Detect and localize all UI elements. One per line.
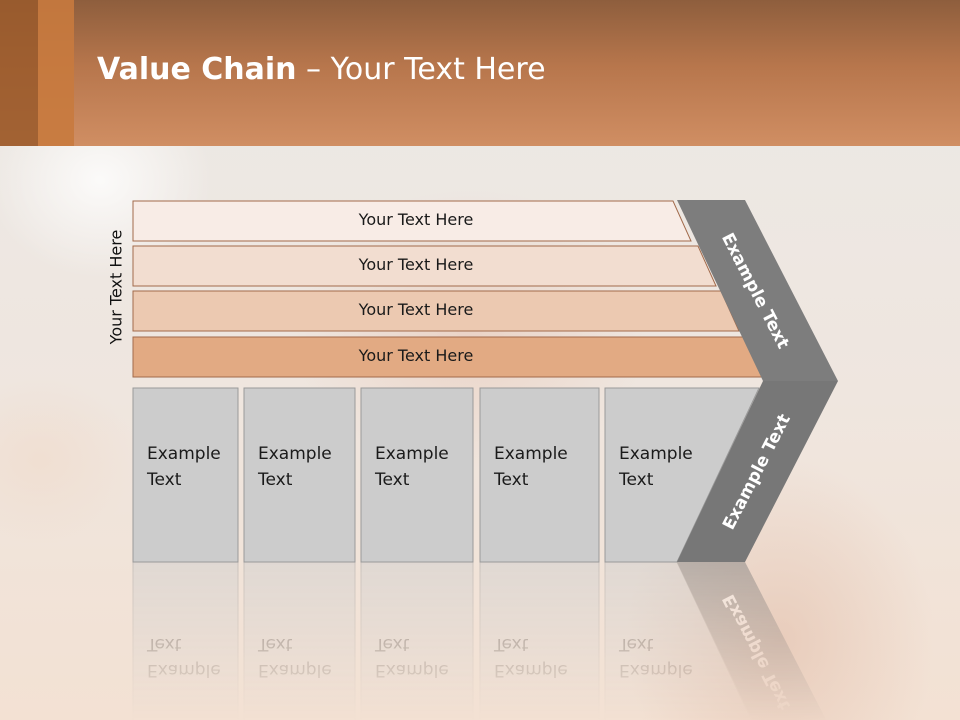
primary-box-5-line2: Text <box>618 470 654 490</box>
header-accent-bar-dark <box>0 0 38 146</box>
support-row-1-label: Your Text Here <box>358 210 474 229</box>
chevron-lower <box>677 381 838 562</box>
reflection-primary-box-3-line2: Text <box>374 634 410 654</box>
reflection-primary-box-3 <box>360 561 474 720</box>
primary-box-4-line2: Text <box>493 470 529 490</box>
support-row-1 <box>132 200 692 242</box>
chevron-upper <box>677 200 838 381</box>
primary-box-4-line1: Example <box>494 444 568 464</box>
reflection-primary-box-2-line1: Example <box>258 660 332 680</box>
reflection-primary-box-4-line1: Example <box>494 660 568 680</box>
reflection-primary-box-1 <box>132 561 239 720</box>
header-band: Value Chain – Your Text Here <box>0 0 960 146</box>
header-accent-bar-light <box>38 0 74 146</box>
primary-box-1-line2: Text <box>146 470 182 490</box>
primary-box-4 <box>479 387 600 563</box>
title-bold: Value Chain <box>97 52 297 87</box>
primary-box-3-line2: Text <box>374 470 410 490</box>
support-row-2 <box>132 245 717 287</box>
primary-box-3-line1: Example <box>375 444 449 464</box>
reflection-primary-box-5-line1: Example <box>619 660 693 680</box>
primary-box-1 <box>132 387 239 563</box>
reflection-primary-box-4 <box>479 561 600 720</box>
support-row-2-label: Your Text Here <box>358 255 474 274</box>
primary-box-5-line1: Example <box>619 444 693 464</box>
reflection-primary-box-4-line2: Text <box>493 634 529 654</box>
reflection-primary-box-2-line2: Text <box>257 634 293 654</box>
reflection-primary-box-1-line1: Example <box>147 660 221 680</box>
reflection-chevron-lower <box>677 562 827 720</box>
reflection-primary-box-2 <box>243 561 356 720</box>
reflection-primary-box-5-line2: Text <box>618 634 654 654</box>
primary-box-2-line1: Example <box>258 444 332 464</box>
primary-box-2 <box>243 387 356 563</box>
primary-box-3 <box>360 387 474 563</box>
support-row-3 <box>132 290 740 332</box>
reflection-primary-box-1-line2: Text <box>146 634 182 654</box>
title-rest: – Your Text Here <box>296 52 546 87</box>
primary-box-2-line2: Text <box>257 470 293 490</box>
reflection-primary-box-3-line1: Example <box>375 660 449 680</box>
support-row-4-label: Your Text Here <box>358 346 474 365</box>
slide-title: Value Chain – Your Text Here <box>97 52 546 87</box>
primary-box-1-line1: Example <box>147 444 221 464</box>
support-row-3-label: Your Text Here <box>358 300 474 319</box>
